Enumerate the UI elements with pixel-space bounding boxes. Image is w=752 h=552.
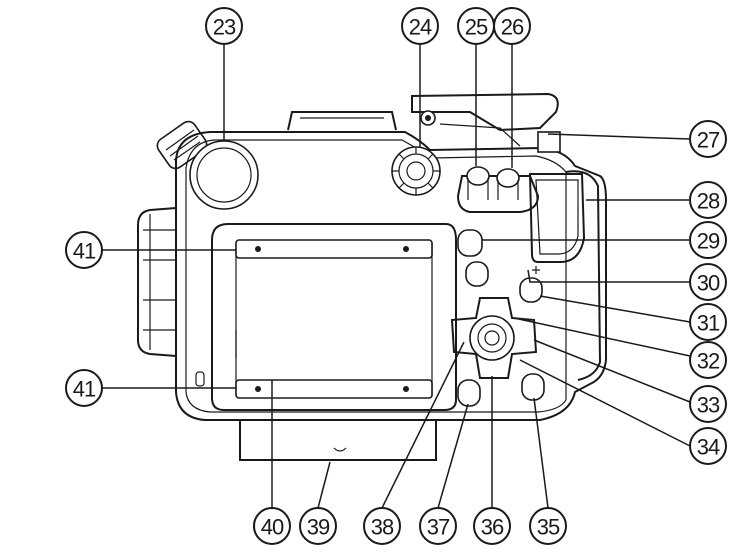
callout-30: 30: [689, 263, 727, 301]
callout-39: 39: [299, 507, 337, 545]
lower-buttons-icon: [457, 373, 545, 407]
callout-label: 39: [307, 515, 330, 540]
callout-label: 35: [537, 515, 560, 540]
callout-27: 27: [689, 120, 727, 158]
callout-label: 23: [213, 15, 236, 40]
callout-label: 33: [697, 393, 720, 418]
leader-lines: [102, 45, 691, 509]
buttons-25-26-icon: [456, 166, 540, 213]
viewfinder-28-icon: [528, 173, 586, 263]
callout-23: 23: [205, 7, 243, 45]
callout-28: 28: [689, 181, 727, 219]
callout-label: 26: [501, 15, 524, 40]
callout-31: 31: [689, 303, 727, 341]
callout-label: 36: [481, 515, 504, 540]
callout-40: 40: [253, 507, 291, 545]
callout-36: 36: [473, 507, 511, 545]
callout-34: 34: [689, 427, 727, 465]
small-buttons-icon: [457, 229, 543, 303]
callout-label: 27: [697, 128, 720, 153]
callout-label: 37: [427, 515, 450, 540]
callout-label: 24: [409, 15, 432, 40]
callout-33: 33: [689, 385, 727, 423]
callout-label: 32: [697, 349, 720, 374]
callout-32: 32: [689, 341, 727, 379]
callout-label: 40: [261, 515, 284, 540]
lcd-screen-icon: [211, 223, 457, 411]
callout-label: 25: [465, 15, 488, 40]
callout-41-top: 41: [65, 231, 103, 269]
callout-24: 24: [401, 7, 439, 45]
callout-label: 28: [697, 189, 720, 214]
callout-25: 25: [457, 7, 495, 45]
housing-body: [137, 92, 607, 461]
knob-23-icon: [189, 140, 259, 210]
dpad-icon: [450, 297, 538, 379]
callout-35: 35: [529, 507, 567, 545]
callout-41-bottom: 41: [65, 369, 103, 407]
callout-label: 31: [697, 311, 720, 336]
callout-label: 38: [371, 515, 394, 540]
callout-label: 34: [697, 435, 720, 460]
callout-26: 26: [493, 7, 531, 45]
callout-label: 41: [73, 377, 96, 402]
callout-38: 38: [363, 507, 401, 545]
callout-label: 29: [697, 229, 720, 254]
callout-29: 29: [689, 221, 727, 259]
dial-24-icon: [391, 146, 441, 196]
callout-label: 30: [697, 271, 720, 296]
callout-37: 37: [419, 507, 457, 545]
callout-label: 41: [73, 239, 96, 264]
